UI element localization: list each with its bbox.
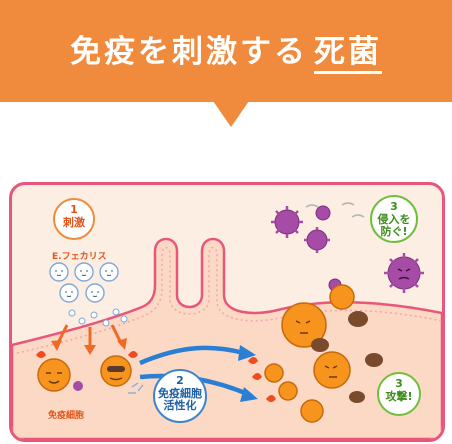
e-faecalis-bacteria [49,262,119,303]
page-title: 免疫を刺激する死菌 [0,26,452,74]
immune-cells-left [37,355,144,394]
germs [274,205,421,292]
bacteria-label: E.フェカリス [52,252,107,262]
step-1-stimulate: 1 刺激 [53,198,95,240]
flame-sparks [36,351,276,402]
immune-cells-right [264,284,355,423]
stimulation-arrowheads [51,338,127,355]
step-number: 3 [390,200,398,213]
germ-spikes [271,206,424,293]
immune-cell-label: 免疫細胞 [48,411,85,421]
intestine-illustration [12,202,442,439]
banner-pointer [213,101,249,127]
immune-diagram-panel: 1 刺激 E.フェカリス 免疫細胞 2 免疫細胞 活性化 3 侵入を 防ぐ! 3… [9,182,445,442]
bacteria-fragments [68,308,128,327]
step-3-prevent-entry: 3 侵入を 防ぐ! [370,195,418,243]
step-text: 侵入を 防ぐ! [377,212,411,239]
step-text: 刺激 [63,215,85,229]
germ-face [397,268,411,280]
title-accent: 死菌 [314,34,382,74]
step-text: 攻撃! [385,389,413,403]
step-2-activate: 2 免疫細胞 活性化 [153,369,207,423]
motion-lines [305,202,365,218]
step-text: 免疫細胞 活性化 [158,386,202,413]
header-banner [0,0,452,102]
step-number: 2 [176,374,184,387]
villi-inner-line [16,246,442,354]
boxing-gloves [311,311,383,403]
title-main: 免疫を刺激する [70,34,308,70]
step-number: 3 [395,377,403,390]
step-3-attack: 3 攻撃! [377,372,421,416]
bacteria-faces [55,270,113,297]
cell-faces [295,320,338,378]
step-number: 1 [70,203,78,216]
activation-arrowheads [238,345,258,402]
